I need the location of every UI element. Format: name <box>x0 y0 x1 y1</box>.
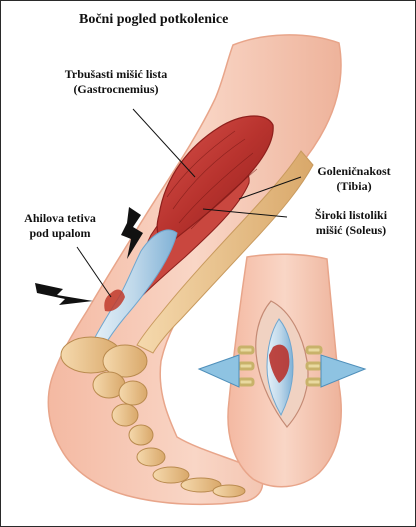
label-achilles: Ahilova tetiva pod upalom <box>15 211 105 241</box>
label-tibia-line2: (Tibia) <box>299 179 409 194</box>
label-tibia-line1: Goleničnakost <box>299 164 409 179</box>
label-achilles-line1: Ahilova tetiva <box>15 211 105 226</box>
label-gastrocnemius: Trbušasti mišić lista (Gastrocnemius) <box>51 67 181 97</box>
label-soleus-line2: mišić (Soleus) <box>291 223 411 238</box>
label-gastrocnemius-line1: Trbušasti mišić lista <box>51 67 181 82</box>
leader-achilles <box>77 247 111 297</box>
label-soleus-line1: Široki listoliki <box>291 208 411 223</box>
diagram-title: Bočni pogled potkolenice <box>79 12 228 27</box>
label-tibia: Goleničnakost (Tibia) <box>299 164 409 194</box>
label-gastrocnemius-line2: (Gastrocnemius) <box>51 82 181 97</box>
retractor-left <box>199 355 239 387</box>
label-achilles-line2: pod upalom <box>15 226 105 241</box>
label-soleus: Široki listoliki mišić (Soleus) <box>291 208 411 238</box>
leader-gastrocnemius <box>133 109 195 177</box>
lightning-icon-lower <box>35 283 93 305</box>
retractor-right <box>321 355 365 387</box>
